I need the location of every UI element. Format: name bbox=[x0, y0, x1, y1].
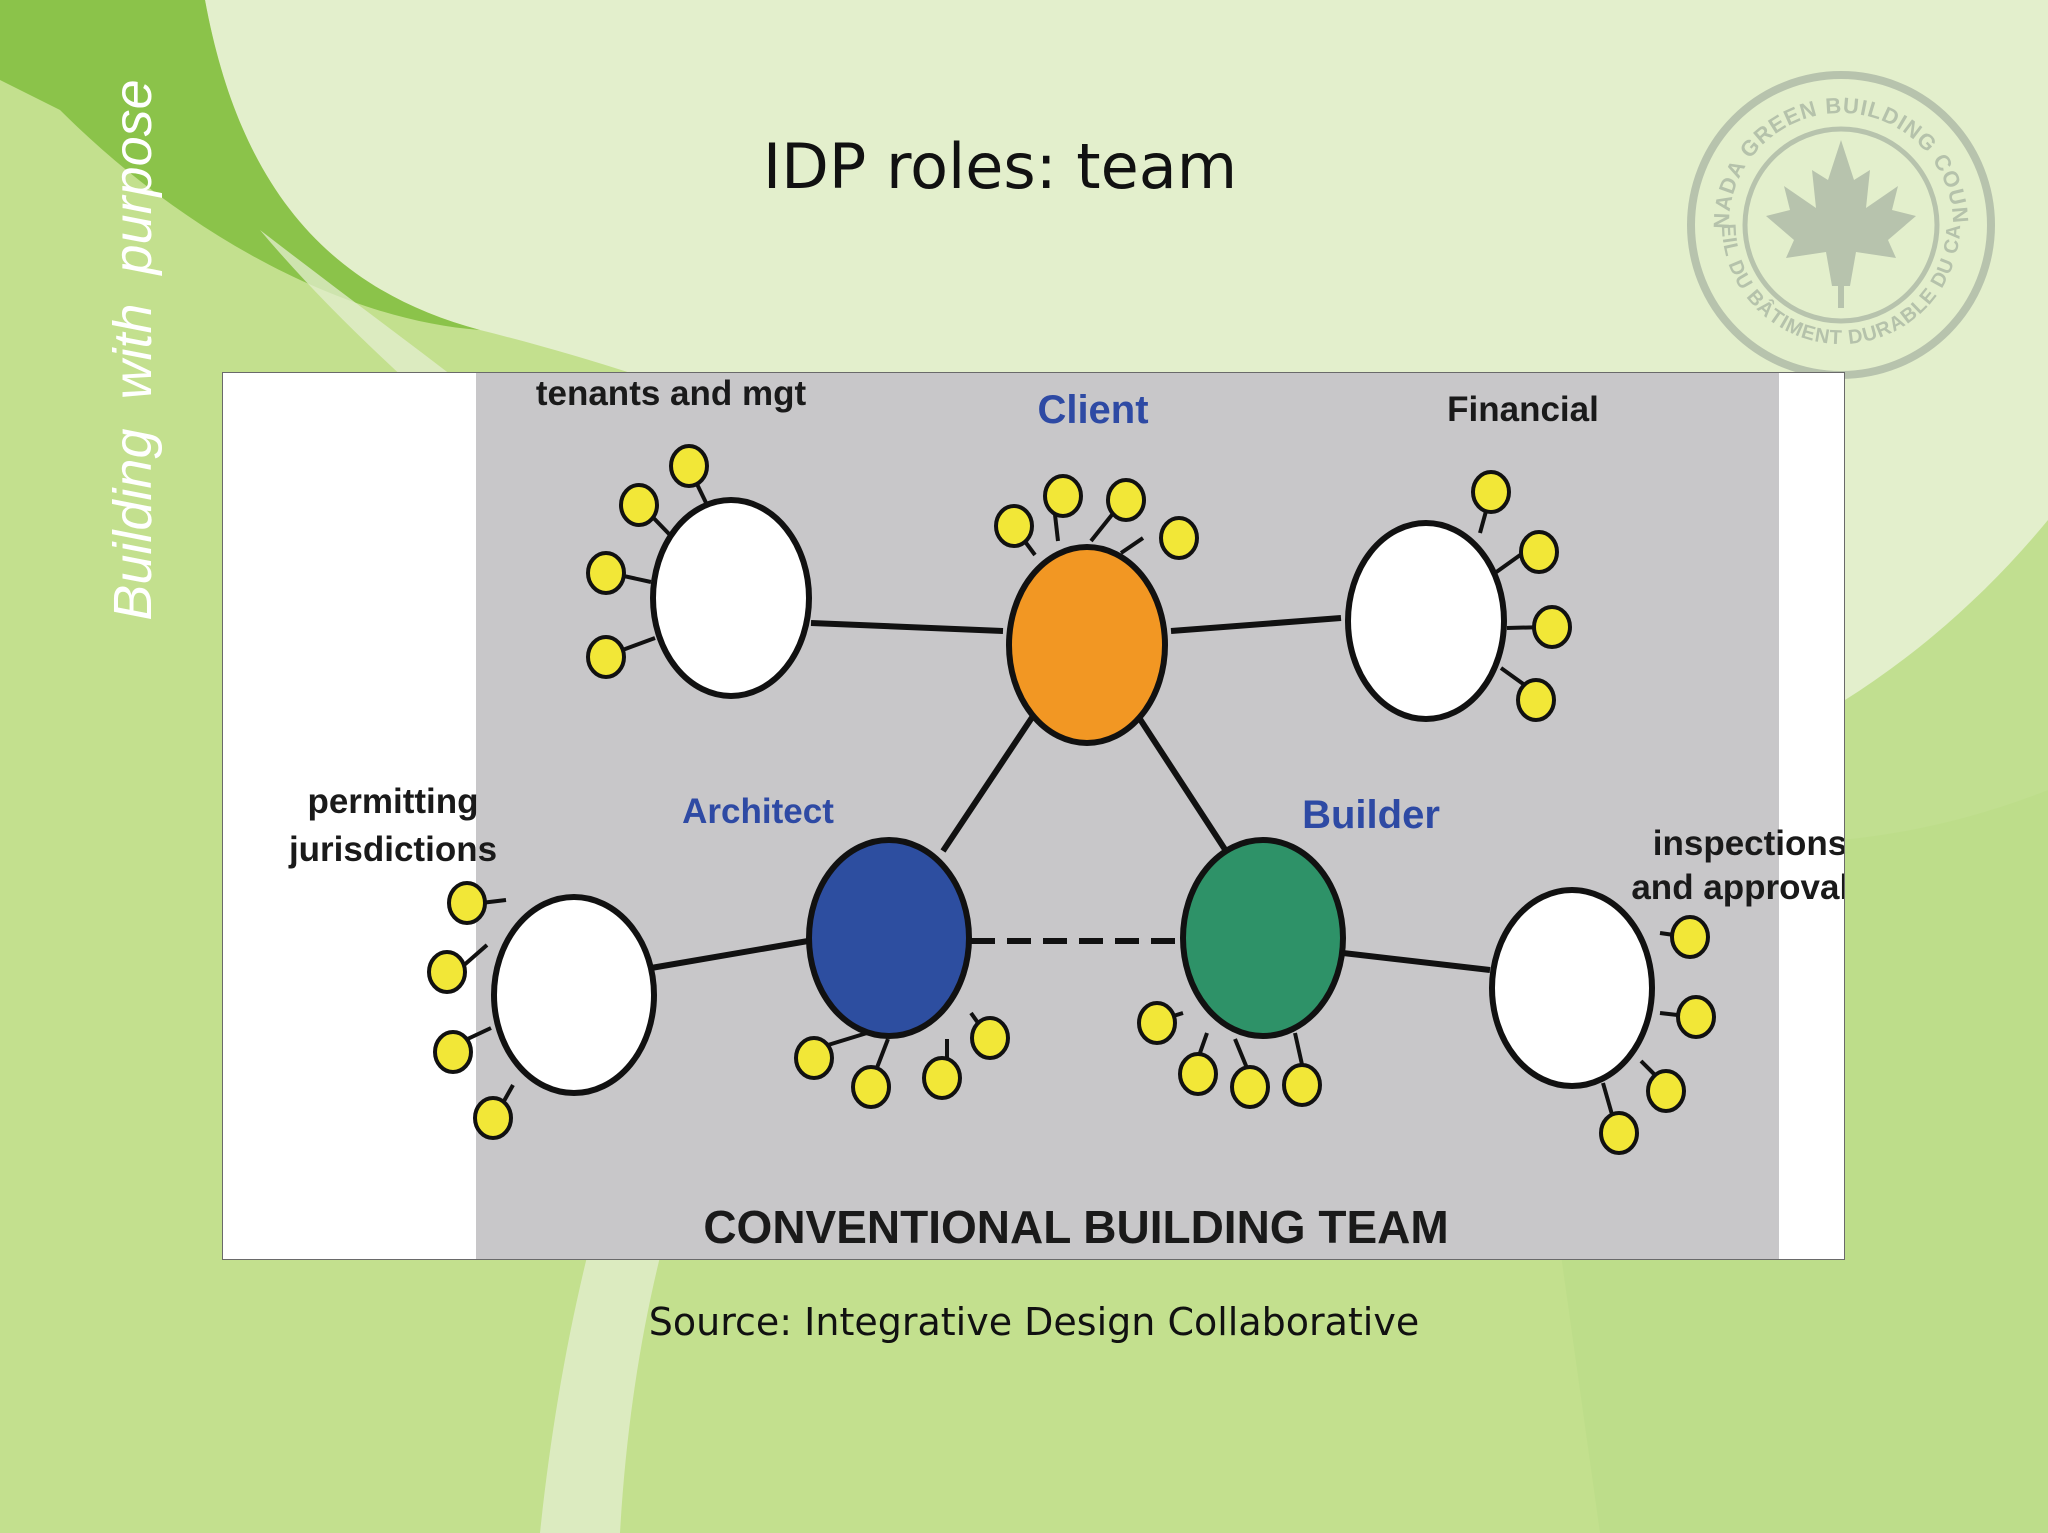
diagram-caption: CONVENTIONAL BUILDING TEAM bbox=[703, 1201, 1448, 1253]
label-tenants: tenants and mgt bbox=[536, 374, 807, 413]
link-client-builder bbox=[1133, 711, 1229, 853]
node-client bbox=[1006, 544, 1168, 746]
role-nodes bbox=[491, 497, 1655, 1096]
node-tenants bbox=[650, 497, 812, 699]
link-client-financial bbox=[1170, 615, 1342, 634]
node-financial bbox=[1345, 520, 1507, 722]
link-client-architect bbox=[940, 711, 1038, 853]
slide-title: IDP roles: team bbox=[762, 130, 1238, 203]
link-permitting-architect bbox=[650, 938, 809, 971]
label-permitting-line2: jurisdictions bbox=[288, 830, 497, 869]
node-inspections bbox=[1489, 887, 1655, 1089]
node-builder bbox=[1180, 837, 1346, 1039]
satellite-nodes bbox=[427, 444, 1716, 1155]
link-builder-inspections bbox=[1342, 950, 1491, 973]
label-inspections-line1: inspections bbox=[1653, 824, 1845, 863]
cagbc-logo: CANADA GREEN BUILDING COUNCIL CONSEIL DU… bbox=[1684, 68, 1995, 379]
source-credit: Source: Integrative Design Collaborative bbox=[648, 1300, 1420, 1344]
label-builder: Builder bbox=[1302, 793, 1440, 837]
label-inspections-line2: and approvals bbox=[1631, 868, 1845, 907]
connections bbox=[650, 615, 1491, 973]
maple-leaf-icon bbox=[1766, 140, 1916, 308]
label-architect: Architect bbox=[682, 792, 834, 831]
diagram-canvas: tenants and mgt Client Financial Archite… bbox=[288, 373, 1845, 1259]
label-client: Client bbox=[1037, 388, 1148, 432]
label-financial: Financial bbox=[1447, 390, 1599, 429]
node-permitting bbox=[491, 894, 657, 1096]
link-tenants-client bbox=[810, 620, 1004, 634]
node-architect bbox=[806, 837, 972, 1039]
label-permitting-line1: permitting bbox=[307, 782, 478, 821]
team-diagram: tenants and mgt Client Financial Archite… bbox=[222, 372, 1845, 1260]
